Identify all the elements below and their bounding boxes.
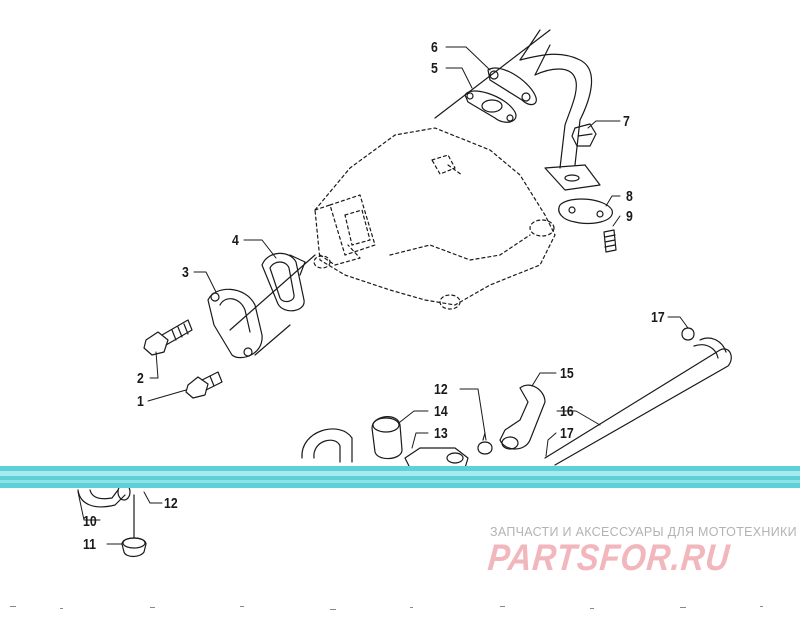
u-hose-part (301, 428, 353, 463)
breather-hose-part (544, 337, 732, 466)
fitting-part (404, 447, 469, 469)
callout-13: 13 (434, 425, 448, 442)
callout-15: 15 (560, 365, 574, 382)
cover-plate-part (207, 288, 263, 359)
callout-6: 6 (431, 39, 438, 56)
engine-cover-reference (313, 127, 556, 310)
callout-10: 10 (83, 513, 97, 530)
cover-gasket-part (261, 252, 306, 312)
callout-17a: 17 (651, 309, 665, 326)
watermark-logo: PARTSFOR.RU (486, 537, 732, 578)
callout-12a: 12 (434, 381, 448, 398)
exhaust-gasket-part (558, 198, 613, 225)
watermark-tagline: ЗАПЧАСТИ И АКСЕССУАРЫ ДЛЯ МОТОТЕХНИКИ (490, 525, 797, 539)
callout-9: 9 (626, 208, 633, 225)
short-hose-part (499, 384, 546, 450)
stud-part (603, 229, 617, 253)
callout-2: 2 (137, 370, 144, 387)
scan-band (0, 466, 800, 488)
hose-clamp-lower-part (121, 494, 147, 558)
short-bolt-part (185, 371, 223, 399)
axis-line-mid (229, 254, 316, 331)
callout-8: 8 (626, 188, 633, 205)
exhaust-tube-part (519, 29, 601, 191)
long-bolt-part (143, 319, 193, 356)
leader-lines (77, 46, 689, 545)
callout-14: 14 (434, 403, 448, 420)
callout-7: 7 (623, 113, 630, 130)
callout-5: 5 (431, 60, 438, 77)
callout-4: 4 (232, 232, 239, 249)
callout-12b: 12 (164, 495, 178, 512)
callout-17b: 17 (560, 425, 574, 442)
callout-3: 3 (182, 264, 189, 281)
axis-line-lower (254, 324, 291, 356)
nut-part (571, 123, 597, 147)
hose-clip-upper-part (681, 327, 695, 341)
scan-noise (10, 606, 763, 610)
clamp-sleeve-part (371, 416, 403, 460)
callout-16: 16 (560, 403, 574, 420)
flange-gasket-part (464, 90, 517, 123)
callout-1: 1 (137, 393, 144, 410)
callout-11: 11 (83, 536, 97, 553)
pipe-flange-part (487, 67, 537, 106)
